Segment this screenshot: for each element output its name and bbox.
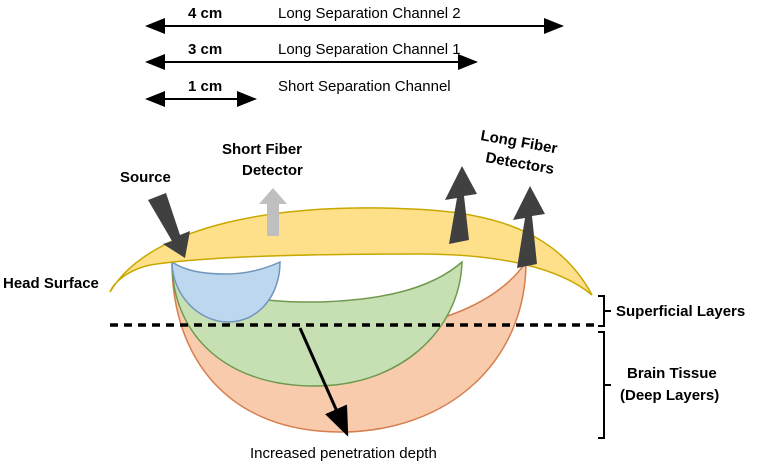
separation-4cm: 4 cm Long Separation Channel 2	[145, 5, 564, 34]
long-detector-arrow-1-icon	[445, 166, 477, 244]
penetration-depth-arrow	[298, 327, 349, 437]
superficial-layers-bracket	[598, 295, 611, 327]
source-label: Source	[120, 169, 171, 186]
brain-tissue-bracket	[598, 331, 611, 439]
separation-3cm-distance: 3 cm	[188, 41, 222, 58]
separation-1cm: 1 cm Short Separation Channel	[145, 78, 451, 107]
separation-3cm: 3 cm Long Separation Channel 1	[145, 41, 478, 70]
head-surface-layer	[109, 207, 593, 296]
brain-tissue-label-line1: Brain Tissue	[627, 365, 717, 382]
separation-1cm-distance: 1 cm	[188, 78, 222, 95]
brain-tissue-label-line2: (Deep Layers)	[620, 387, 719, 404]
superficial-layers-label: Superficial Layers	[616, 303, 745, 320]
short-detector-arrow-icon	[259, 188, 287, 236]
separation-4cm-distance: 4 cm	[188, 5, 222, 22]
short-fiber-label-line2: Detector	[242, 162, 303, 179]
short-fiber-label-line1: Short Fiber	[222, 141, 302, 158]
separation-1cm-label: Short Separation Channel	[278, 78, 451, 95]
long-detector-arrow-2-icon	[513, 186, 545, 268]
head-surface-label: Head Surface	[3, 275, 99, 292]
penetration-depth-label: Increased penetration depth	[250, 445, 437, 462]
mid-light-path	[171, 260, 463, 387]
short-light-path	[171, 260, 281, 323]
source-arrow-icon	[148, 193, 190, 258]
separation-3cm-label: Long Separation Channel 1	[278, 41, 461, 58]
separation-4cm-label: Long Separation Channel 2	[278, 5, 461, 22]
